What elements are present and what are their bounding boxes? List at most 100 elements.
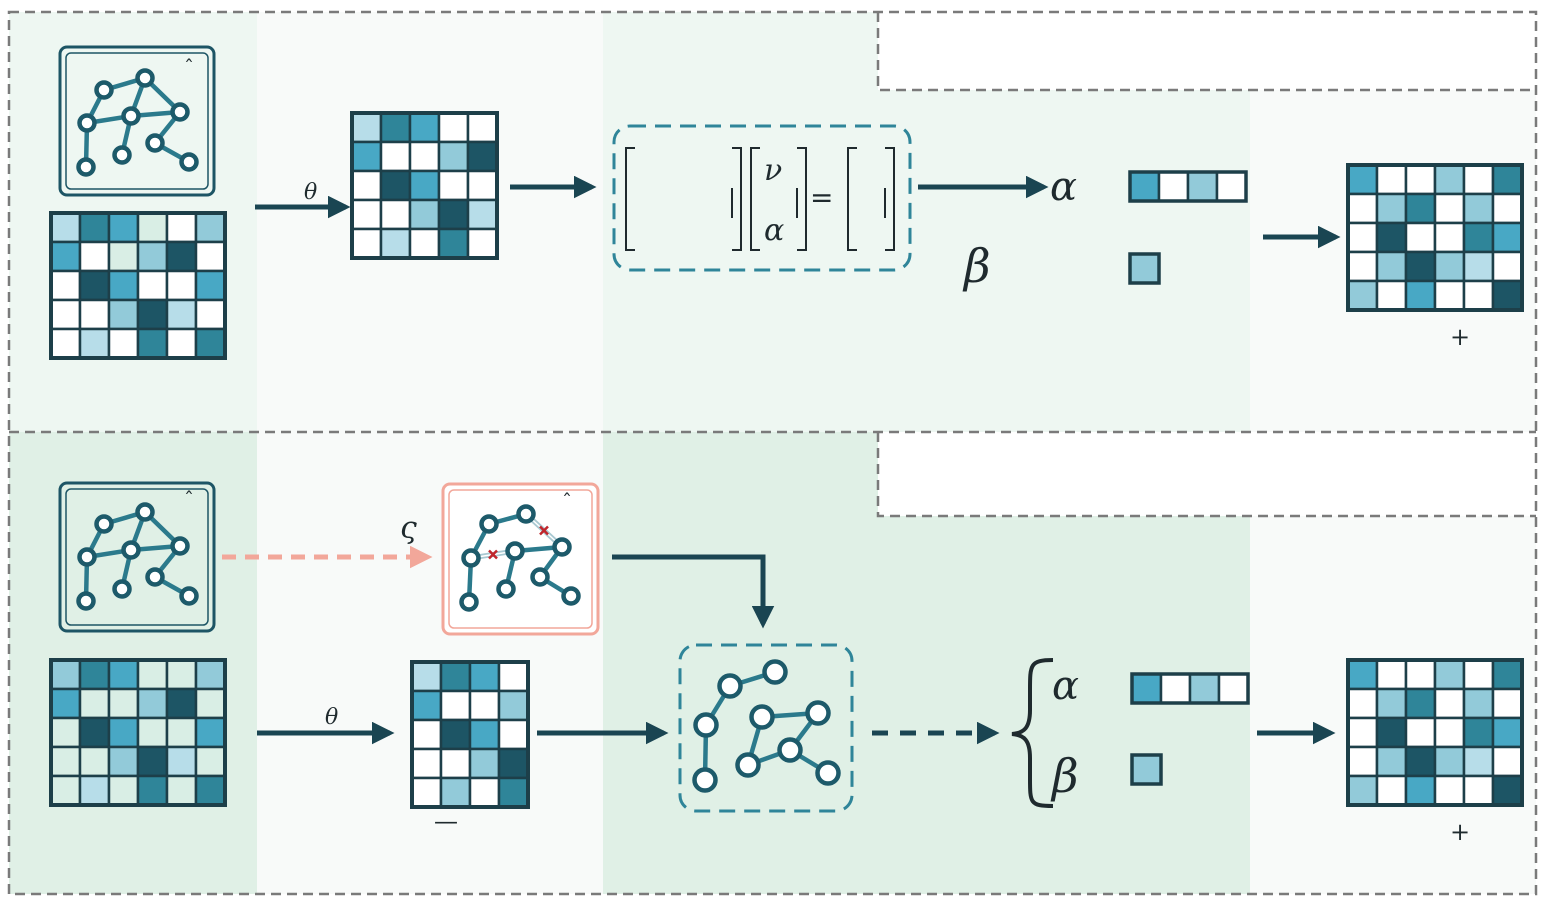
- matrix-cell: [439, 660, 472, 693]
- graph-node: [805, 700, 831, 726]
- matrix-cell: [408, 111, 441, 144]
- matrix-cell: [49, 716, 82, 749]
- matrix-cell: [1375, 163, 1408, 196]
- graph-node: [179, 586, 199, 606]
- matrix-cell: [1346, 250, 1379, 283]
- matrix-cell: [1462, 745, 1495, 778]
- matrix-cell: [1346, 192, 1379, 225]
- graph-node: [505, 541, 525, 561]
- vector-cell: [1186, 170, 1219, 203]
- matrix-cell: [1404, 745, 1437, 778]
- matrix-cell: [1404, 658, 1437, 691]
- matrix-cell: [468, 718, 501, 751]
- matrix-cell: [1462, 221, 1495, 254]
- vector-cell: [1128, 252, 1161, 285]
- matrix-cell: [49, 687, 82, 720]
- matrix-cell: [408, 140, 441, 173]
- bottom-plus-label: +: [1450, 818, 1470, 846]
- matrix-cell: [408, 227, 441, 260]
- matrix-cell: [497, 689, 530, 722]
- matrix-border: [1346, 658, 1524, 807]
- matrix-cell: [107, 269, 140, 302]
- graph-node: [112, 145, 132, 165]
- matrix-cell: [437, 227, 470, 260]
- matrix-cell: [78, 298, 111, 331]
- matrix-cell: [1375, 250, 1408, 283]
- matrix-cell: [1491, 279, 1524, 312]
- matrix-cell: [1404, 221, 1437, 254]
- matrix-cell: [1491, 774, 1524, 807]
- matrix-cell: [1346, 745, 1379, 778]
- graph-node: [735, 752, 761, 778]
- matrix-cell: [1491, 745, 1524, 778]
- vector-cell: [1159, 672, 1192, 705]
- matrix-cell: [78, 745, 111, 778]
- matrix-cell: [379, 169, 412, 202]
- vector-cell: [1188, 672, 1221, 705]
- matrix-border: [49, 211, 227, 360]
- matrix-cell: [136, 298, 169, 331]
- matrix-cell: [1375, 658, 1408, 691]
- matrix-cell: [78, 687, 111, 720]
- bottom-alpha-label: α: [1052, 663, 1079, 709]
- vector-border: [1128, 170, 1248, 203]
- matrix-cell: [350, 111, 383, 144]
- matrix-cell: [497, 718, 530, 751]
- matrix-cell: [1433, 250, 1466, 283]
- graph-node: [561, 586, 581, 606]
- matrix-cell: [78, 774, 111, 807]
- matrix-cell: [165, 240, 198, 273]
- matrix-cell: [136, 240, 169, 273]
- graph-node: [749, 704, 775, 730]
- graph-node: [94, 80, 114, 100]
- matrix-border: [49, 658, 227, 807]
- matrix-cell: [468, 689, 501, 722]
- top-graph-card: ˆ: [58, 45, 216, 197]
- graph-node: [815, 760, 841, 786]
- matrix-cell: [165, 269, 198, 302]
- equals-sign: =: [810, 181, 833, 214]
- perturbed-graph-card-inner: [448, 489, 593, 629]
- cross-icon: [488, 549, 498, 560]
- top-panel: ˆ θ ν α =: [49, 45, 1524, 360]
- bottom-input-graph: [76, 502, 199, 611]
- gnn-graph: [692, 659, 841, 793]
- matrix-cell: [410, 689, 443, 722]
- matrix-cell: [1462, 774, 1495, 807]
- matrix-cell: [1491, 250, 1524, 283]
- matrix-cell: [350, 227, 383, 260]
- label-box-top: [878, 12, 1536, 90]
- vector-cell: [1157, 170, 1190, 203]
- matrix-cell: [466, 140, 499, 173]
- bottom-panel: ˆ ς ˆ θ — α β +: [49, 481, 1524, 846]
- matrix-cell: [466, 198, 499, 231]
- top-hat-symbol: ˆ: [184, 55, 194, 79]
- panel-borders: [7, 10, 1538, 896]
- graph-node: [76, 157, 96, 177]
- bottom-graph-card-inner: [65, 488, 209, 626]
- graph-node: [112, 579, 132, 599]
- graph-node: [135, 68, 155, 88]
- matrix-cell: [379, 111, 412, 144]
- matrix-cell: [1433, 221, 1466, 254]
- bottom-feature-matrix: [49, 658, 227, 807]
- varsigma-label: ς: [400, 511, 417, 546]
- top-transformed-matrix: [350, 111, 499, 260]
- matrix-cell: [107, 745, 140, 778]
- perturbed-hat-symbol: ˆ: [562, 489, 572, 513]
- matrix-cell: [49, 298, 82, 331]
- matrix-cell: [107, 716, 140, 749]
- matrix-cell: [1375, 774, 1408, 807]
- graph-node: [170, 536, 190, 556]
- vector-cell: [1130, 672, 1163, 705]
- matrix-cell: [468, 747, 501, 780]
- graph-node: [530, 567, 550, 587]
- graph-node: [94, 514, 114, 534]
- bottom-arrow-to-gnn: [612, 554, 775, 629]
- vector-cell: [1130, 753, 1163, 786]
- matrix-cell: [497, 660, 530, 693]
- matrix-cell: [165, 298, 198, 331]
- top-input-graph: [76, 68, 199, 177]
